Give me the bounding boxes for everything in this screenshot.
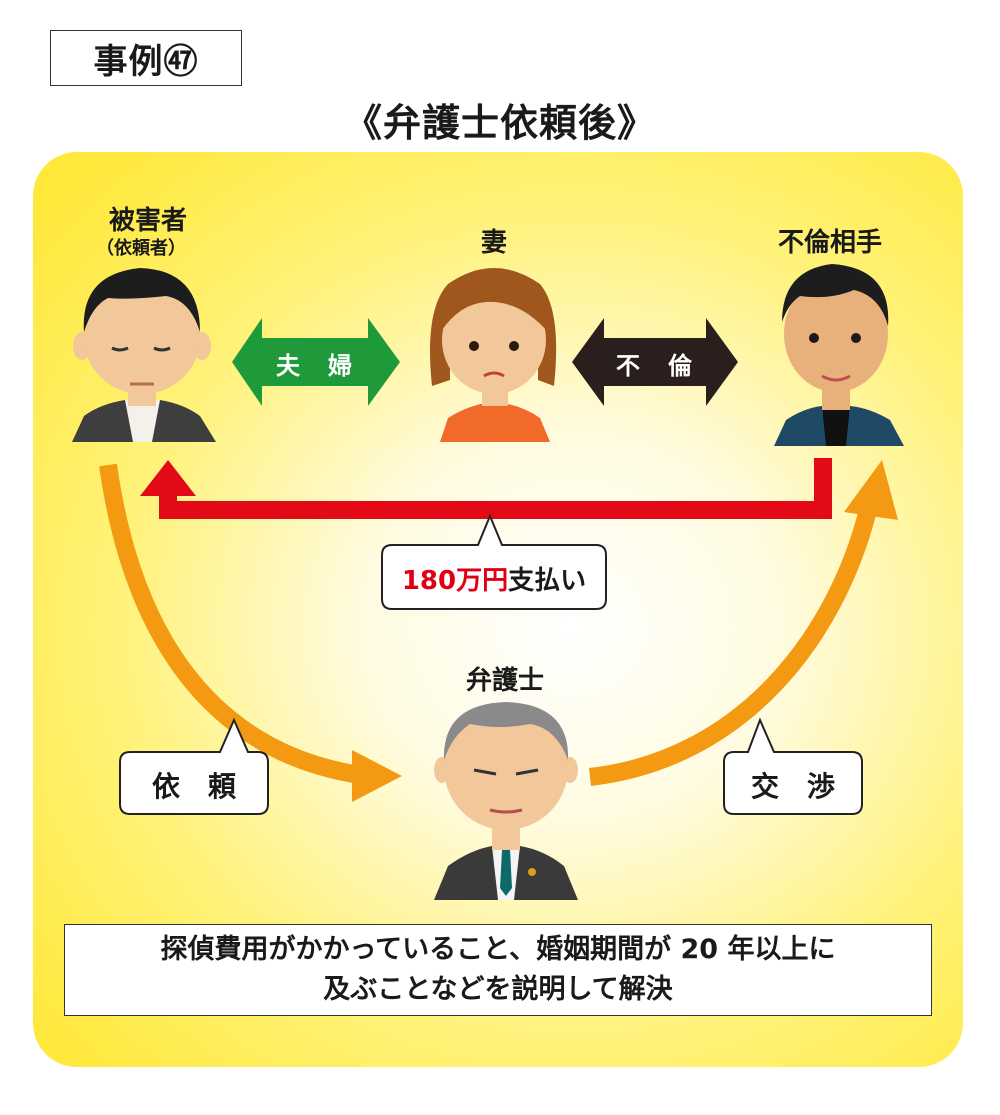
summary-box: 探偵費用がかかっていること、婚姻期間が 20 年以上に 及ぶことなどを説明して解… <box>64 924 932 1016</box>
affair-arrow <box>572 318 738 406</box>
negotiation-arrow <box>588 460 898 786</box>
victim-label: 被害者 <box>108 206 187 236</box>
affair-partner-figure <box>774 264 904 446</box>
payment-suffix: 支払い <box>508 566 587 596</box>
summary-line-1: 探偵費用がかかっていること、婚姻期間が 20 年以上に <box>160 934 836 965</box>
payment-note: 180万円支払い <box>382 560 606 597</box>
couple-relation-label: 夫 婦 <box>276 352 354 380</box>
couple-arrow <box>232 318 400 406</box>
summary-line-2: 及ぶことなどを説明して解決 <box>323 974 673 1005</box>
payment-bubble <box>381 513 607 610</box>
request-label: 依 頼 <box>151 770 236 803</box>
affair-partner-label: 不倫相手 <box>777 228 882 258</box>
request-arrow <box>99 463 402 802</box>
negotiation-bubble <box>723 717 863 815</box>
payment-arrow <box>140 458 832 519</box>
negotiation-label: 交 渉 <box>750 770 835 803</box>
affair-relation-label: 不 倫 <box>616 352 694 380</box>
wife-label: 妻 <box>480 228 507 258</box>
wife-figure <box>430 268 557 442</box>
request-bubble <box>119 717 269 815</box>
page-title: 《弁護士依頼後》 <box>343 101 656 145</box>
victim-sub-label: （依頼者） <box>96 238 186 259</box>
payment-amount: 180万円 <box>401 566 509 596</box>
victim-figure <box>72 268 216 442</box>
case-label: 事例㊼ <box>50 30 242 86</box>
lawyer-figure <box>434 702 578 900</box>
lawyer-label: 弁護士 <box>465 666 544 696</box>
